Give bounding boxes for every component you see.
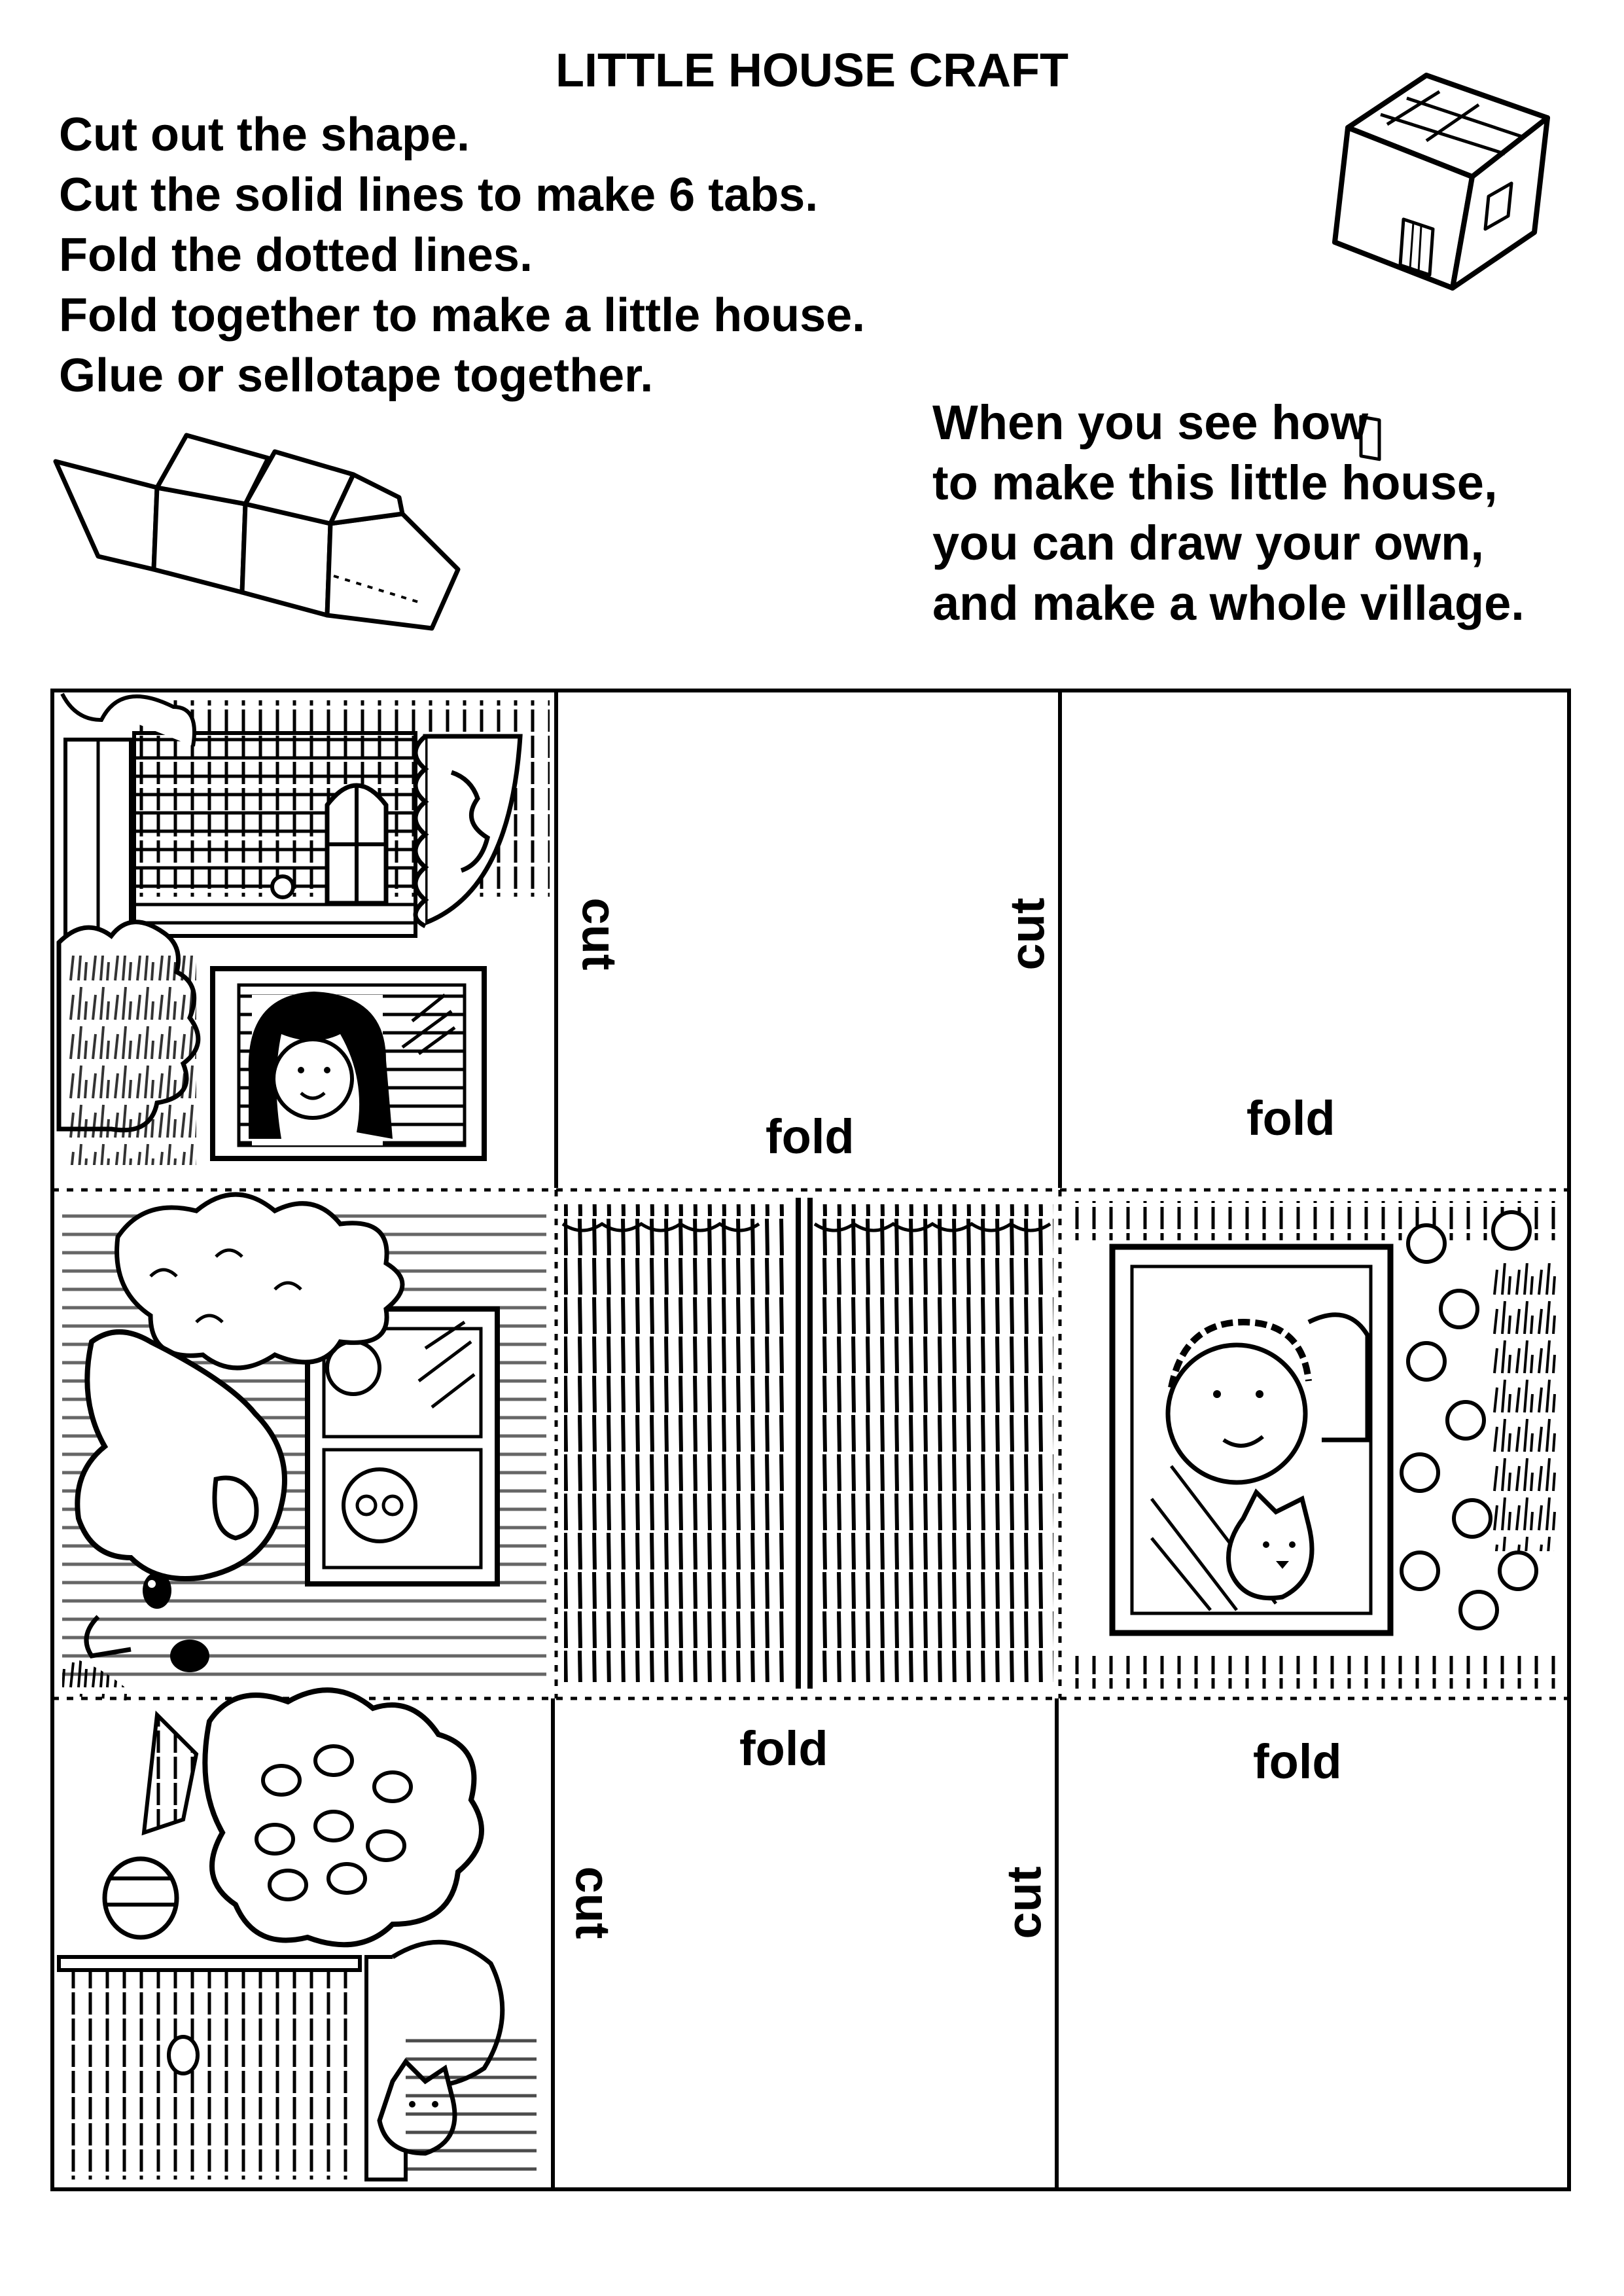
instructions-list: Cut out the shape. Cut the solid lines t…: [59, 105, 865, 406]
panel-dog-windows: [62, 1192, 546, 1702]
cut-label-top-left: cut: [572, 897, 627, 971]
instruction-5: Glue or sellotape together.: [59, 350, 654, 402]
panel-boy-window: [1073, 1201, 1564, 1689]
side-note-line-3: you can draw your own,: [932, 516, 1484, 570]
cut-label-bottom-left: cut: [565, 1866, 620, 1939]
side-note-line-4: and make a whole village.: [932, 576, 1525, 630]
fold-label-top-right: fold: [1246, 1091, 1335, 1145]
fold-label-bottom-center: fold: [739, 1721, 828, 1776]
side-note: When you see how to make this little hou…: [932, 393, 1525, 634]
instruction-4: Fold together to make a little house.: [59, 289, 866, 342]
fold-label-bottom-right: fold: [1253, 1734, 1342, 1789]
instruction-1: Cut out the shape.: [59, 109, 470, 161]
fold-label-top-center: fold: [766, 1109, 855, 1164]
house-cube-icon: [1332, 73, 1550, 461]
page-title: LITTLE HOUSE CRAFT: [556, 45, 1068, 97]
panel-planks: [561, 1198, 1053, 1689]
panel-tree-cat: [57, 1687, 537, 2183]
cut-label-top-right: cut: [1000, 897, 1055, 971]
panel-wall-door: [56, 692, 550, 1165]
instruction-2: Cut the solid lines to make 6 tabs.: [59, 169, 819, 221]
instruction-3: Fold the dotted lines.: [59, 229, 533, 281]
house-net-grid: [50, 689, 1571, 2191]
side-note-line-1: When you see how: [932, 395, 1369, 450]
folded-net-icon: [53, 433, 461, 631]
cut-label-bottom-right: cut: [997, 1866, 1051, 1939]
side-note-line-2: to make this little house,: [932, 456, 1498, 510]
